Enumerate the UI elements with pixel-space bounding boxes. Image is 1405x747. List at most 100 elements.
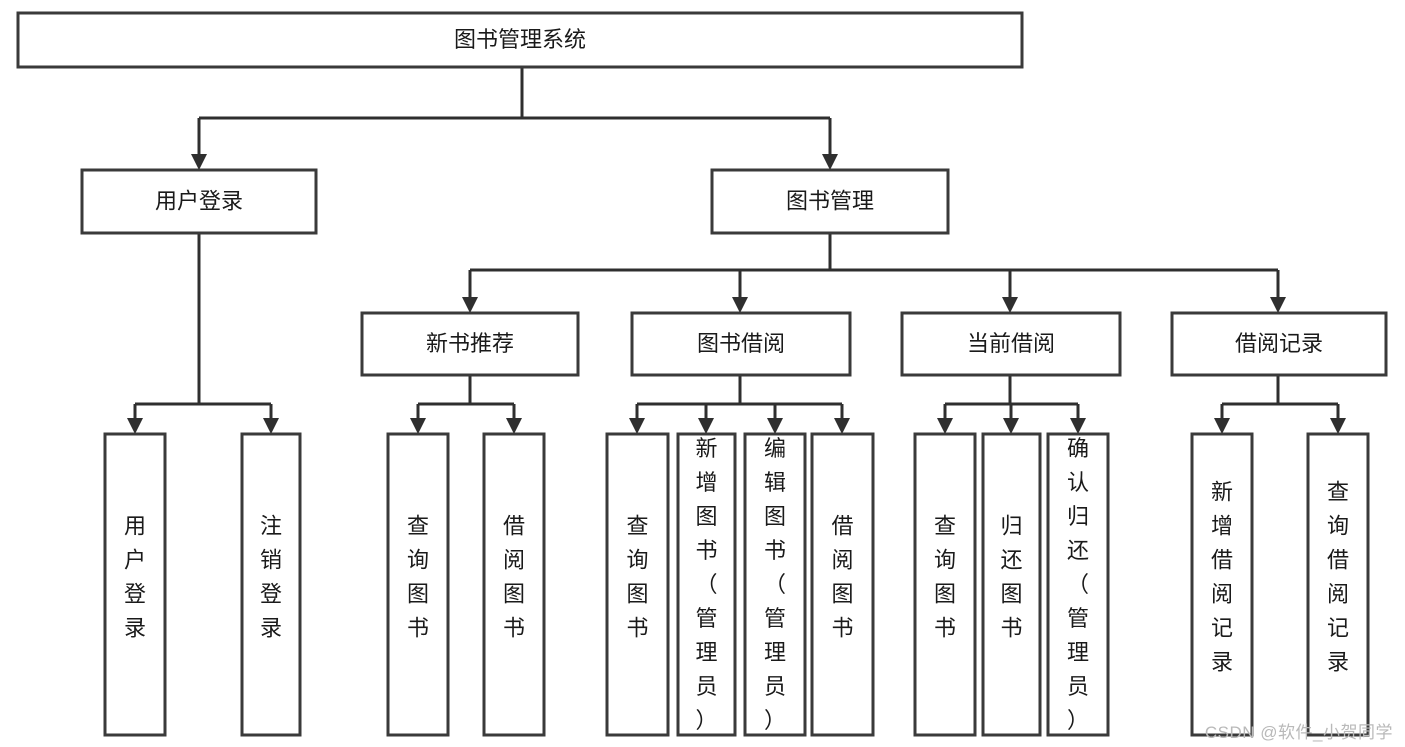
node-root[interactable]: 图书管理系统 [16,11,1024,69]
node-label: 借阅图书 [831,514,853,641]
node-label: 图书借阅 [697,331,785,356]
node-leaf-user-login[interactable]: 用户登录 [103,432,167,737]
connector-drop [506,404,522,434]
arrow-head-icon [1270,297,1286,313]
node-box[interactable] [80,168,318,235]
connector-drop [767,404,783,434]
node-box[interactable] [900,311,1122,377]
arrow-head-icon [732,297,748,313]
arrow-head-icon [1002,297,1018,313]
node-label: 查询图书 [407,514,429,641]
arrow-head-icon [1003,418,1019,434]
arrow-head-icon [822,154,838,170]
arrow-head-icon [1214,418,1230,434]
arrow-head-icon [462,297,478,313]
node-leaf-query-record[interactable]: 查询借阅记录 [1306,432,1370,737]
node-label: 编辑图书（管理员） [764,436,786,733]
node-box[interactable] [1190,432,1254,737]
connector-drop [462,270,478,313]
node-box[interactable] [103,432,167,737]
node-label: 新增图书（管理员） [695,436,717,733]
node-leaf-query-book-1[interactable]: 查询图书 [386,432,450,737]
edges-layer [127,67,1346,434]
node-label: 图书管理系统 [454,27,586,52]
connector-drop [1270,270,1286,313]
connector-drop [834,404,850,434]
node-current-borrow[interactable]: 当前借阅 [900,311,1122,377]
connector-drop [127,404,143,434]
nodes-layer: 图书管理系统用户登录图书管理新书推荐图书借阅当前借阅借阅记录用户登录注销登录查询… [16,11,1388,737]
node-label: 新增借阅记录 [1211,480,1233,675]
node-box[interactable] [981,432,1042,737]
node-leaf-add-book[interactable]: 新增图书（管理员） [676,432,737,737]
arrow-head-icon [937,418,953,434]
connector-drop [822,118,838,170]
connector-drop [937,404,953,434]
node-box[interactable] [1306,432,1370,737]
arrow-head-icon [698,418,714,434]
arrow-head-icon [834,418,850,434]
connector-drop [732,270,748,313]
node-label: 用户登录 [155,188,243,213]
node-label: 注销登录 [260,514,282,641]
arrow-head-icon [506,418,522,434]
node-leaf-confirm-return[interactable]: 确认归还（管理员） [1046,432,1110,737]
node-label: 查询图书 [934,514,956,641]
node-leaf-borrow-book-1[interactable]: 借阅图书 [482,432,546,737]
node-box[interactable] [360,311,580,377]
node-label: 当前借阅 [967,331,1055,356]
connector-drop [263,404,279,434]
node-leaf-return-book[interactable]: 归还图书 [981,432,1042,737]
node-label: 查询借阅记录 [1327,480,1349,675]
node-new-book-rec[interactable]: 新书推荐 [360,311,580,377]
connector-drop [1214,404,1230,434]
node-label: 借阅记录 [1235,331,1323,356]
node-box[interactable] [386,432,450,737]
arrow-head-icon [1330,418,1346,434]
node-label: 借阅图书 [503,514,525,641]
node-leaf-logout[interactable]: 注销登录 [240,432,302,737]
node-book-borrow[interactable]: 图书借阅 [630,311,852,377]
arrow-head-icon [767,418,783,434]
node-box[interactable] [676,432,737,737]
node-box[interactable] [630,311,852,377]
node-box[interactable] [240,432,302,737]
node-label: 新书推荐 [426,331,514,356]
arrow-head-icon [410,418,426,434]
node-box[interactable] [605,432,670,737]
arrow-head-icon [191,154,207,170]
connector-drop [629,404,645,434]
node-leaf-add-record[interactable]: 新增借阅记录 [1190,432,1254,737]
connector-drop [1330,404,1346,434]
node-borrow-record[interactable]: 借阅记录 [1170,311,1388,377]
node-box[interactable] [16,11,1024,69]
node-label: 图书管理 [786,188,874,213]
node-leaf-query-book-2[interactable]: 查询图书 [605,432,670,737]
arrow-head-icon [1070,418,1086,434]
node-leaf-edit-book[interactable]: 编辑图书（管理员） [743,432,807,737]
node-book-manage[interactable]: 图书管理 [710,168,950,235]
connector-drop [1002,270,1018,313]
arrow-head-icon [263,418,279,434]
node-label: 确认归还（管理员） [1067,436,1089,733]
connector-drop [1003,404,1019,434]
node-leaf-query-book-3[interactable]: 查询图书 [913,432,977,737]
node-leaf-borrow-book-2[interactable]: 借阅图书 [810,432,875,737]
node-box[interactable] [743,432,807,737]
node-box[interactable] [913,432,977,737]
node-box[interactable] [710,168,950,235]
node-user-login[interactable]: 用户登录 [80,168,318,235]
connector-drop [1070,404,1086,434]
node-label: 归还图书 [1000,514,1022,641]
node-box[interactable] [1046,432,1110,737]
connector-drop [410,404,426,434]
node-box[interactable] [1170,311,1388,377]
node-box[interactable] [482,432,546,737]
arrow-head-icon [629,418,645,434]
node-label: 用户登录 [124,514,146,641]
connector-drop [698,404,714,434]
node-box[interactable] [810,432,875,737]
arrow-head-icon [127,418,143,434]
connector-drop [191,118,207,170]
